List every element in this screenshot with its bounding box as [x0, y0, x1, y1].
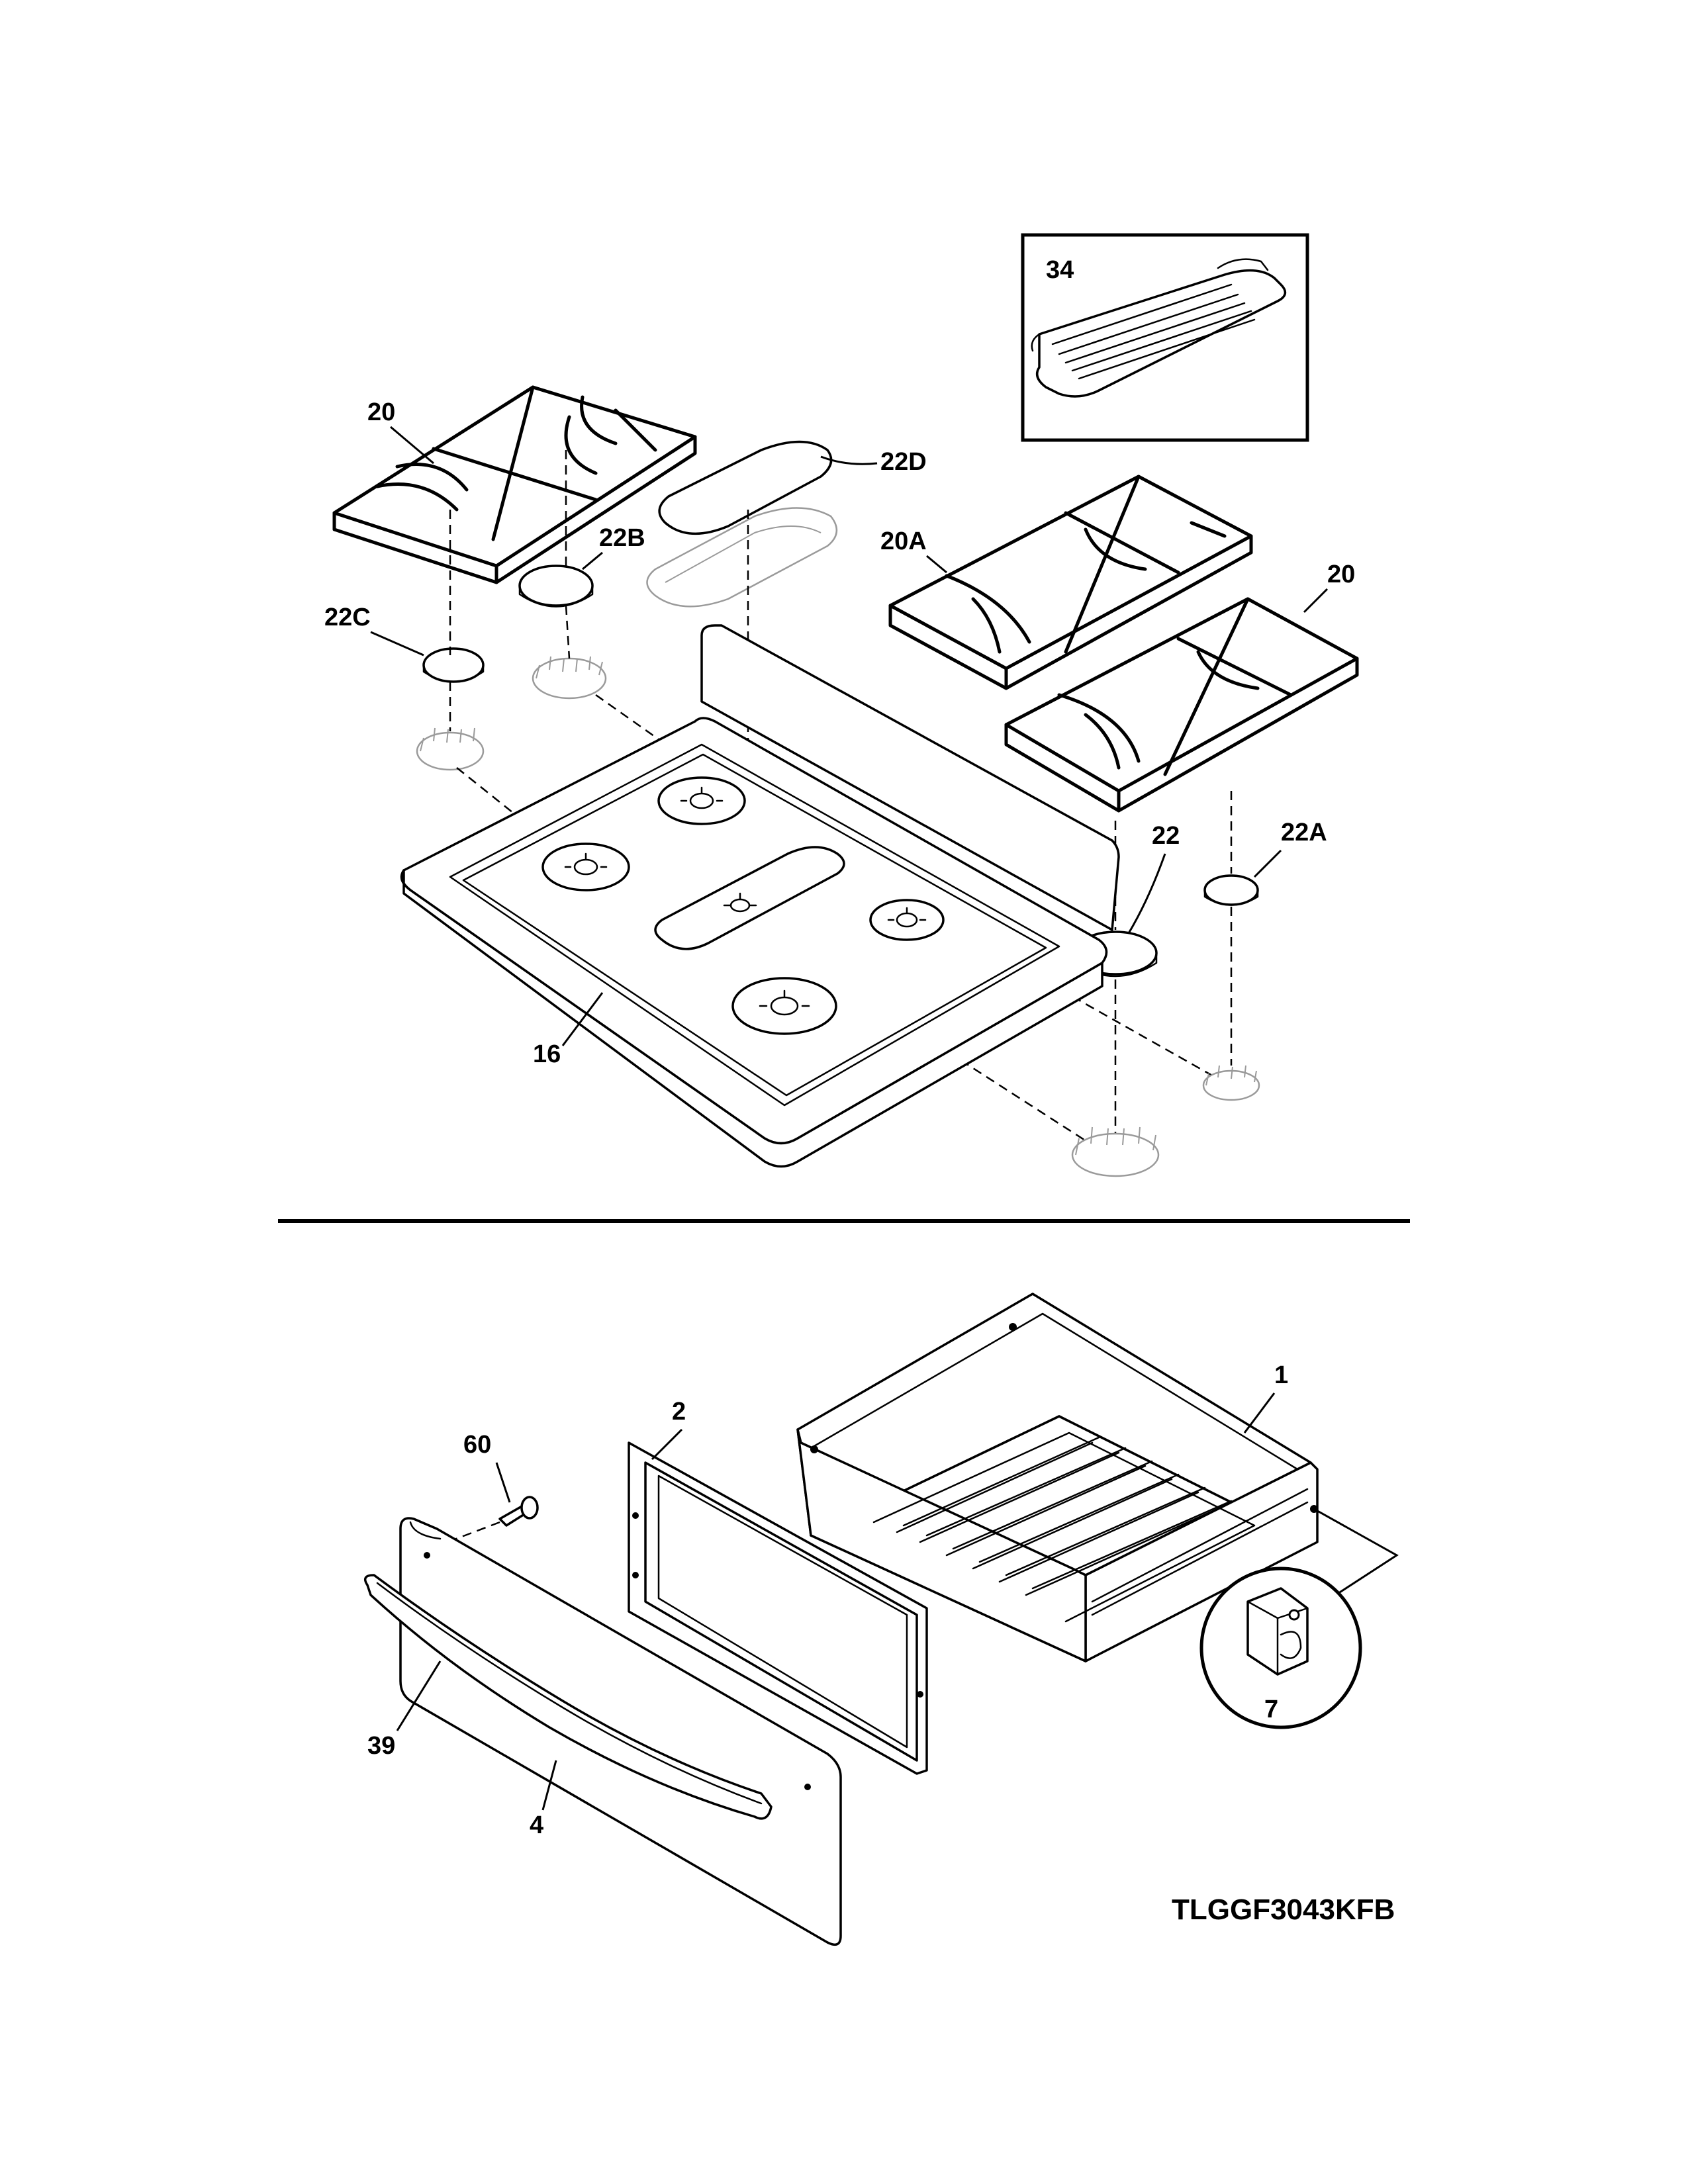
- leader-drawer-liner: [651, 1428, 683, 1461]
- label-grate-right: 20: [1327, 561, 1355, 588]
- oval-burner-cap: [658, 440, 833, 535]
- leader-clip: [1313, 1508, 1399, 1600]
- leader-oval-cap: [820, 455, 878, 465]
- label-cooktop: 16: [533, 1040, 561, 1068]
- clip-icon: [1246, 1587, 1309, 1676]
- label-grate-left: 20: [367, 398, 395, 426]
- drawer-handle: [363, 1574, 773, 1820]
- leader-drawer-box: [1243, 1392, 1276, 1433]
- fastener-hole: [810, 1445, 818, 1453]
- label-drawer-box: 1: [1274, 1361, 1288, 1389]
- burner-base-22-ghost: [1071, 1126, 1160, 1177]
- fastener-hole: [1009, 1323, 1017, 1331]
- label-drawer-liner: 2: [672, 1398, 686, 1426]
- leader-screw: [495, 1462, 511, 1503]
- label-griddle: 34: [1046, 256, 1074, 284]
- fastener-hole: [424, 1552, 430, 1559]
- griddle-icon: [1031, 258, 1287, 398]
- fastener-hole: [917, 1691, 923, 1698]
- label-cap-22a: 22A: [1281, 819, 1327, 846]
- burner-cap-22b: [518, 565, 594, 608]
- burner-base-22a-ghost: [1202, 1065, 1260, 1101]
- fastener-hole: [632, 1572, 639, 1578]
- drawer-liner-panel: [628, 1441, 928, 1775]
- label-drawer-front: 4: [530, 1811, 543, 1839]
- leader-grate-right: [1303, 588, 1329, 614]
- burner-well-right-front: [731, 977, 837, 1035]
- drawer-front: [399, 1517, 842, 1946]
- label-oval-cap: 22D: [880, 448, 927, 476]
- grate-right: [1004, 597, 1359, 813]
- leader-cap-22c: [370, 631, 424, 657]
- burner-well-left-rear: [657, 776, 746, 825]
- label-cap-22: 22: [1152, 822, 1180, 850]
- griddle-inset: 34: [1021, 233, 1309, 442]
- leader-cap-22: [1127, 853, 1166, 934]
- leader-drawer-front: [541, 1760, 557, 1811]
- burner-well-right-rear: [869, 899, 945, 941]
- fastener-hole: [804, 1784, 811, 1790]
- assembly-line: [794, 952, 1093, 1146]
- leader-cap-22b: [582, 551, 603, 570]
- burner-base-22b-ghost: [532, 656, 607, 700]
- leader-cooktop: [561, 992, 604, 1046]
- oval-burner-base-ghost: [646, 507, 837, 608]
- label-clip: 7: [1264, 1696, 1278, 1723]
- grate-left: [332, 385, 697, 584]
- drawer-box: [796, 1293, 1319, 1662]
- burner-base-22c-ghost: [416, 727, 485, 771]
- label-cap-22c: 22C: [324, 604, 371, 631]
- burner-cap-22c: [422, 647, 485, 683]
- fastener-hole: [632, 1512, 639, 1519]
- leader-grate-left: [390, 426, 434, 465]
- label-grate-center: 20A: [880, 527, 927, 555]
- burner-cap-22a: [1203, 874, 1259, 906]
- clip-detail-bubble: 7: [1199, 1567, 1362, 1729]
- label-handle: 39: [367, 1732, 395, 1760]
- grate-center: [888, 475, 1253, 690]
- cooktop: [400, 624, 1120, 1168]
- assembly-line: [565, 450, 571, 659]
- griddle-inset-frame: [1021, 233, 1309, 442]
- label-screw: 60: [463, 1431, 491, 1459]
- label-cap-22b: 22B: [599, 524, 645, 552]
- leader-cap-22a: [1253, 849, 1282, 878]
- leader-handle: [396, 1661, 442, 1731]
- model-number: TLGGF3043KFB: [1172, 1893, 1395, 1926]
- screw-60: [498, 1496, 539, 1527]
- burner-well-left-front: [541, 842, 630, 891]
- leader-grate-center: [926, 555, 947, 574]
